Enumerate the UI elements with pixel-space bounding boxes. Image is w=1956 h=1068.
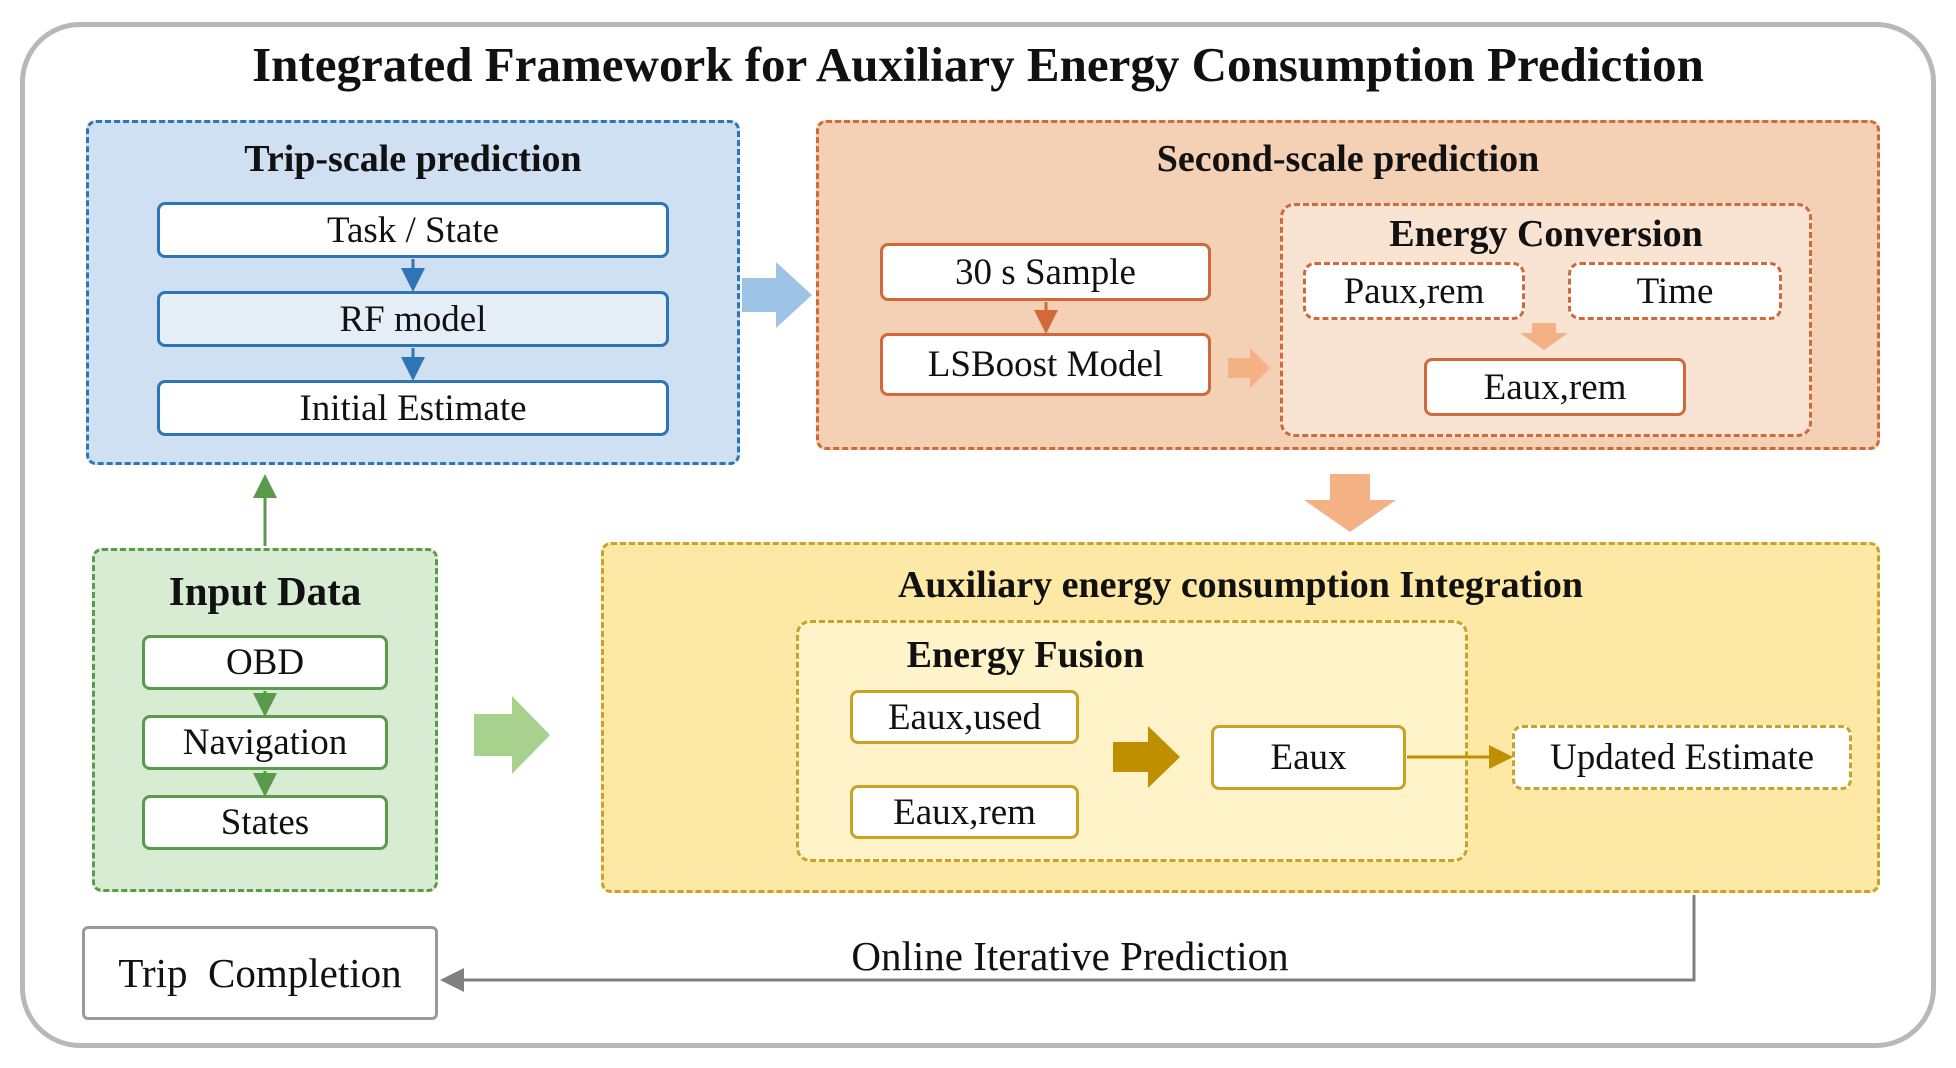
initial-estimate-box: Initial Estimate — [157, 380, 669, 436]
sample-box: 30 s Sample — [880, 243, 1211, 301]
eaux-rem-output-box: Eaux,rem — [1424, 358, 1686, 416]
task-state-box: Task / State — [157, 202, 669, 258]
lsboost-model-box: LSBoost Model — [880, 333, 1211, 396]
energy-conversion-panel: Energy Conversion — [1280, 203, 1812, 437]
loop-label: Online Iterative Prediction — [851, 933, 1289, 979]
diagram-title: Integrated Framework for Auxiliary Energ… — [252, 37, 1704, 92]
paux-rem-box: Paux,rem — [1303, 262, 1525, 320]
rf-model-box: RF model — [157, 291, 669, 347]
trip-completion-box: Trip Completion — [82, 926, 438, 1020]
obd-box: OBD — [142, 635, 388, 690]
updated-estimate-box: Updated Estimate — [1512, 725, 1852, 790]
input-data-title: Input Data — [168, 568, 362, 614]
states-box: States — [142, 795, 388, 850]
navigation-box: Navigation — [142, 715, 388, 770]
eaux-box: Eaux — [1211, 725, 1406, 790]
time-box: Time — [1568, 262, 1782, 320]
second-scale-title: Second-scale prediction — [1156, 138, 1540, 180]
eaux-rem-fusion-box: Eaux,rem — [850, 785, 1079, 839]
energy-conversion-title: Energy Conversion — [1389, 213, 1703, 255]
trip-scale-title: Trip-scale prediction — [244, 138, 582, 180]
eaux-used-box: Eaux,used — [850, 690, 1079, 744]
integration-title: Auxiliary energy consumption Integration — [897, 564, 1584, 606]
energy-fusion-title: Energy Fusion — [906, 634, 1145, 676]
